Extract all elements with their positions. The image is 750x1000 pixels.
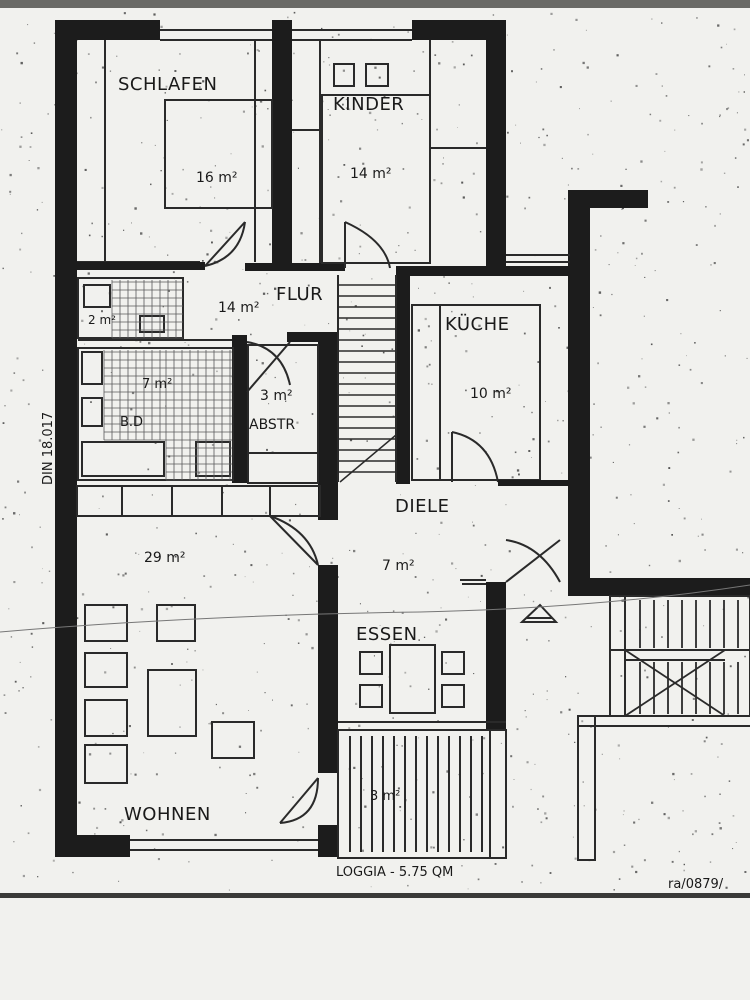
room-label-kinder: KINDER — [333, 94, 404, 115]
room-label-bad: B.D — [120, 415, 143, 430]
area-wc: 2 m² — [88, 313, 116, 327]
din-norm-label: DIN 18.017 — [41, 412, 56, 485]
area-schlafen: 16 m² — [196, 170, 238, 186]
area-loggia: 3 m² — [370, 789, 400, 804]
area-abstr: 3 m² — [260, 388, 293, 404]
room-label-essen: ESSEN — [356, 624, 418, 645]
room-label-loggia: LOGGIA - 5.75 QM — [336, 865, 453, 880]
drawing-reference: ra/0879/ — [668, 877, 724, 892]
room-label-diele: DIELE — [395, 496, 449, 517]
bath-tile-hatch — [103, 280, 232, 481]
area-kueche: 10 m² — [470, 386, 512, 402]
top-edge-shadow — [0, 0, 750, 8]
area-kinder: 14 m² — [350, 166, 392, 182]
loggia-railing-slats — [349, 736, 483, 852]
room-label-kueche: KÜCHE — [445, 313, 509, 335]
room-label-wohnen: WOHNEN — [124, 804, 211, 825]
thin-walls — [76, 29, 750, 861]
room-label-flur: FLUR — [276, 284, 323, 305]
fold-line — [0, 584, 750, 633]
area-diele: 7 m² — [382, 558, 415, 574]
outer-walls — [55, 20, 750, 857]
room-label-schlafen: SCHLAFEN — [118, 74, 217, 95]
area-wohnen: 29 m² — [144, 550, 186, 566]
stair-treads-right — [624, 600, 739, 717]
bottom-rule — [0, 893, 750, 898]
room-label-abstr: ABSTR — [249, 417, 295, 433]
stair-treads-flur — [338, 284, 397, 483]
area-flur: 14 m² — [218, 300, 260, 316]
area-bad: 7 m² — [142, 377, 172, 392]
